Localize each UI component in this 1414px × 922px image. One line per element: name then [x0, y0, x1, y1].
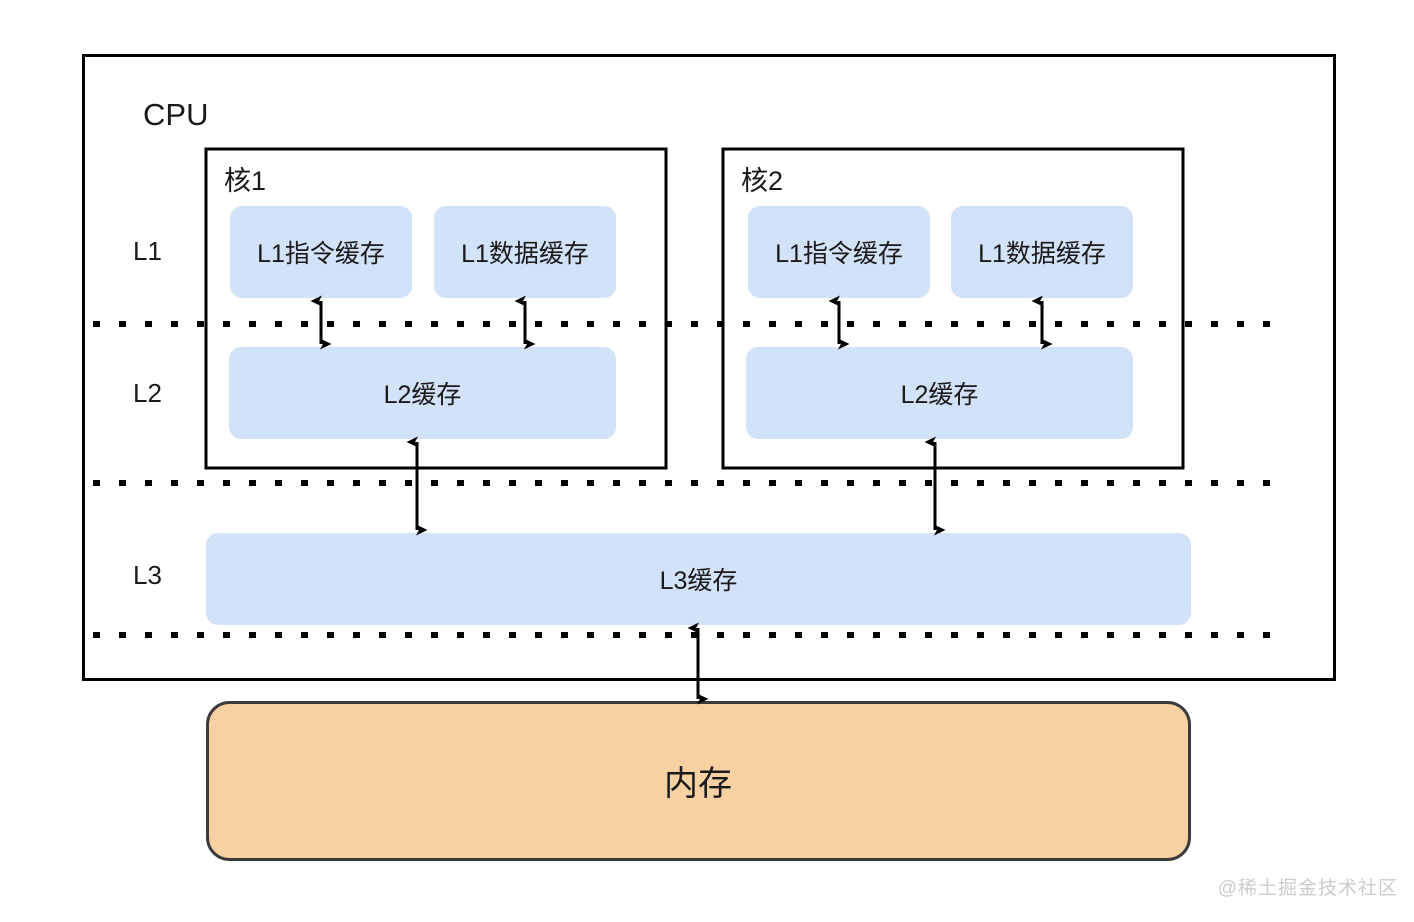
- core2-l1-instruction-cache-label: L1指令缓存: [775, 240, 903, 268]
- core2-l2-cache-box: [746, 347, 1133, 439]
- core1-l1-data-cache-box: [434, 206, 616, 298]
- core2-l1-data-cache-box: [951, 206, 1133, 298]
- core1-l2-cache-box: [229, 347, 616, 439]
- l3-cache-box: [206, 533, 1191, 625]
- level-label-l3: L3: [133, 560, 162, 590]
- watermark: @稀土掘金技术社区: [1217, 878, 1398, 899]
- cpu-title: CPU: [143, 97, 209, 132]
- core1-title: 核1: [224, 166, 267, 196]
- core1-l2-cache-label: L2缓存: [383, 381, 462, 409]
- core2-l2-cache-label: L2缓存: [900, 381, 979, 409]
- core1-l1-instruction-cache-label: L1指令缓存: [257, 240, 385, 268]
- level-label-l2: L2: [133, 378, 162, 408]
- memory-label: 内存: [664, 765, 732, 803]
- core1-l1-data-cache-label: L1数据缓存: [461, 240, 589, 268]
- level-label-l1: L1: [133, 236, 162, 266]
- core1-l1-instruction-cache-box: [230, 206, 412, 298]
- core2-l1-data-cache-label: L1数据缓存: [978, 240, 1106, 268]
- core2-title: 核2: [741, 166, 784, 196]
- l3-cache-label: L3缓存: [659, 567, 738, 595]
- core2-l1-instruction-cache-box: [748, 206, 930, 298]
